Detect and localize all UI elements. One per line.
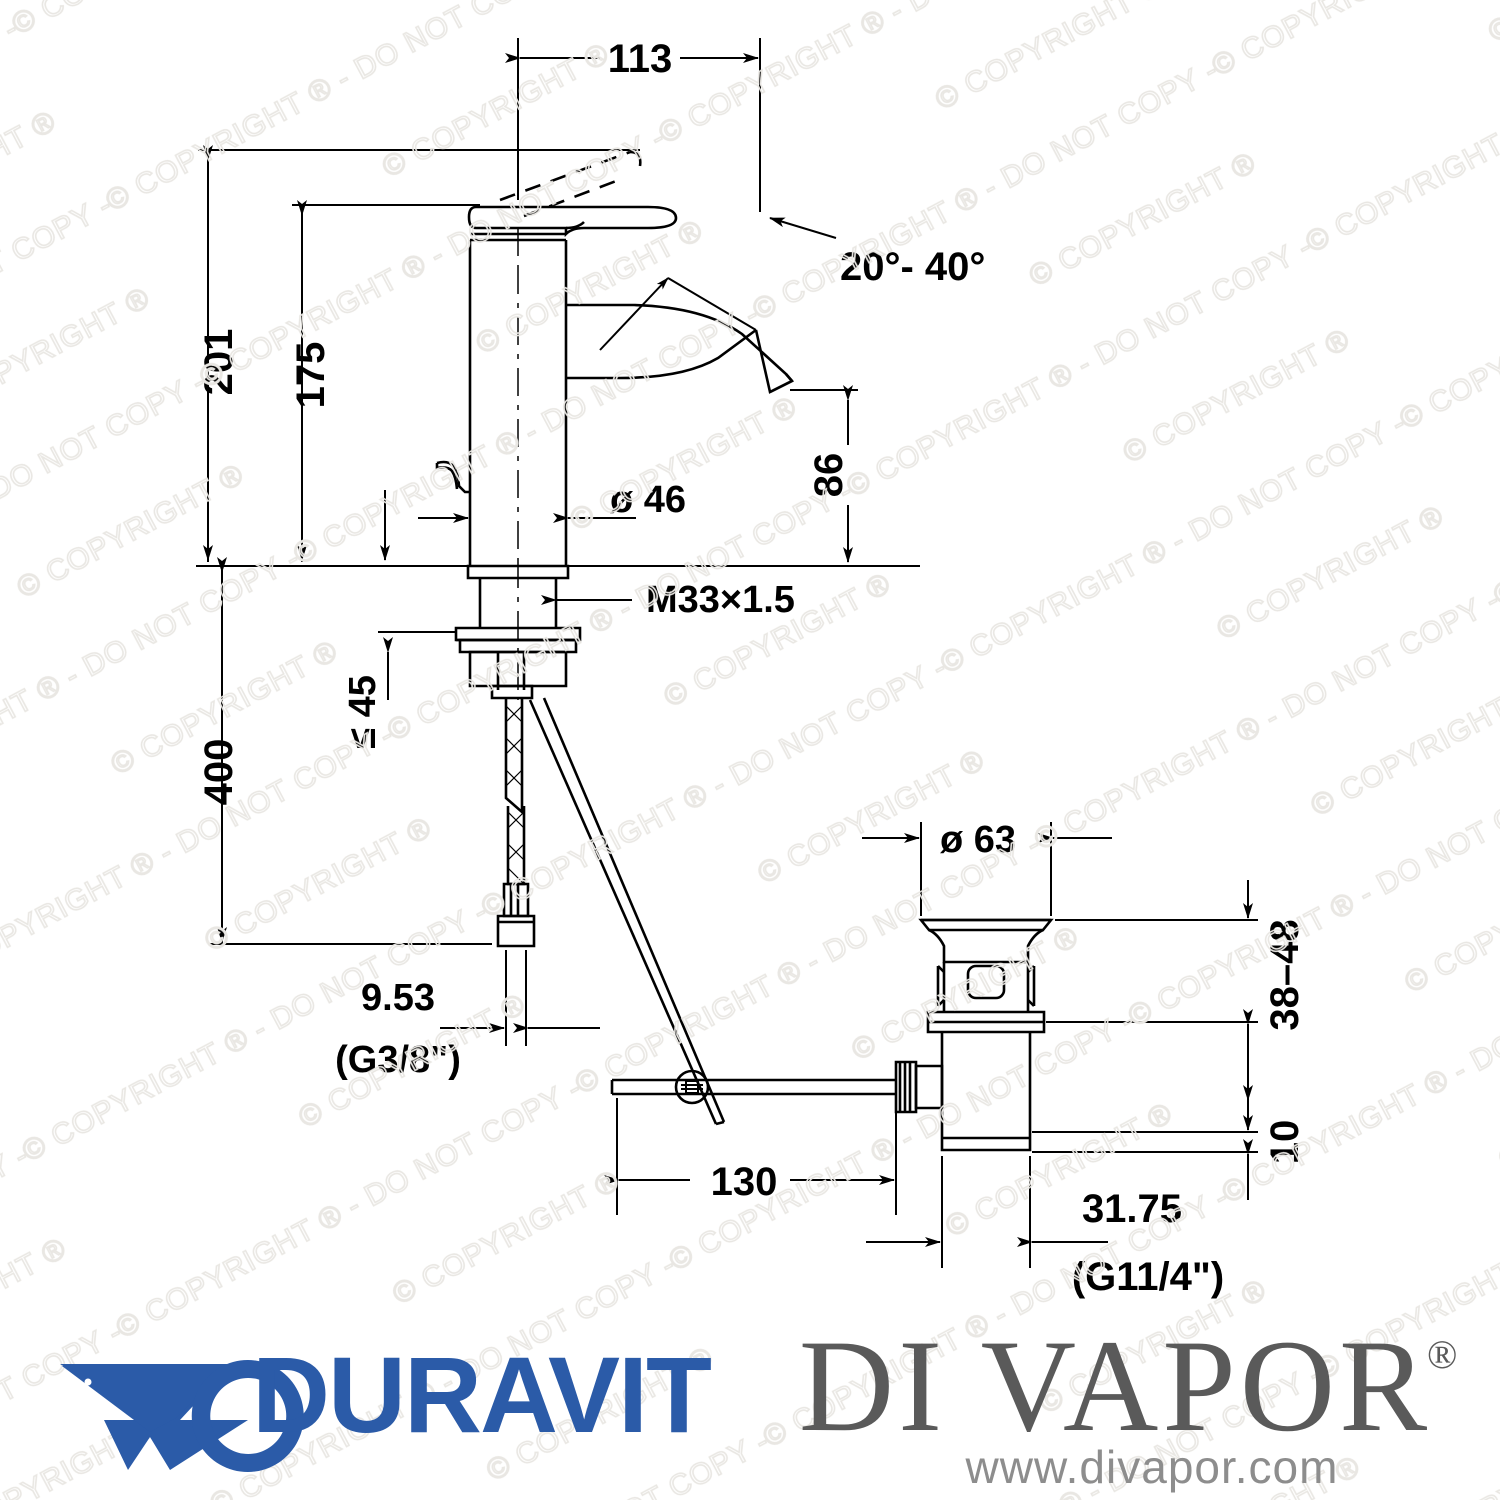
duravit-wordmark: DURAVIT <box>252 1334 711 1455</box>
divapor-wordmark: DI VAPOR <box>799 1312 1431 1459</box>
duravit-logo: DURAVIT <box>60 1334 713 1472</box>
divapor-logo: DI VAPOR ® www.divapor.com <box>799 1312 1458 1493</box>
divapor-registered-icon: ® <box>1427 1332 1457 1377</box>
divapor-website: www.divapor.com <box>965 1441 1339 1493</box>
